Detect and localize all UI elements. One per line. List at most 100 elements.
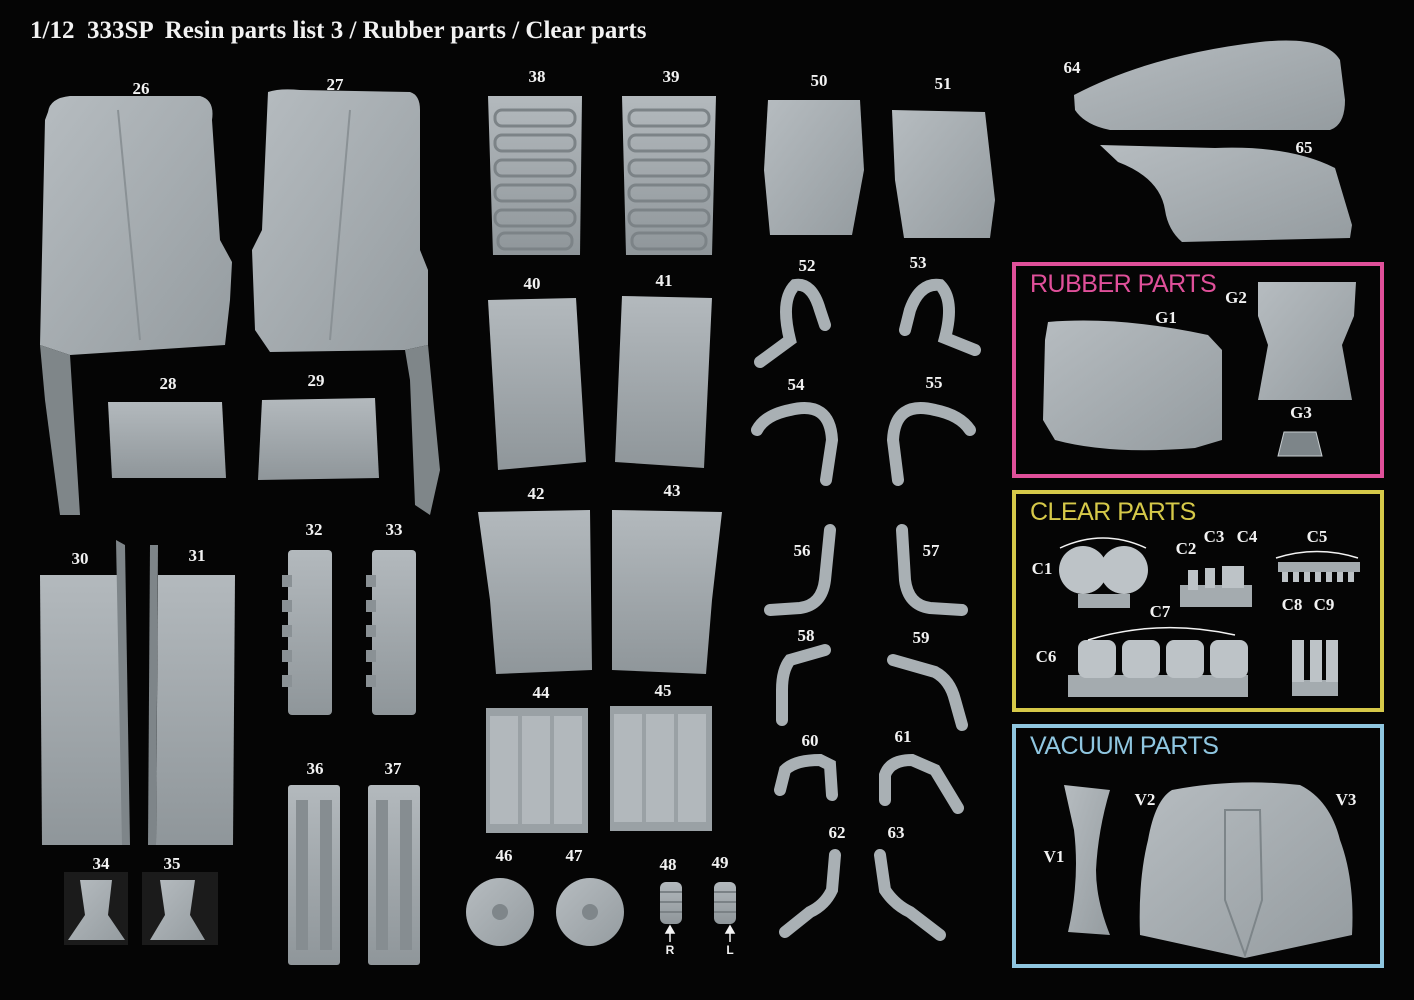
label-42: 42 xyxy=(527,484,545,503)
label-g3: G3 xyxy=(1290,403,1312,422)
part-54 xyxy=(751,402,839,486)
label-39: 39 xyxy=(662,67,680,86)
part-65 xyxy=(1100,145,1352,242)
part-50 xyxy=(764,100,864,235)
rubber-parts-box: RUBBER PARTS xyxy=(1012,262,1384,478)
label-v2: V2 xyxy=(1134,790,1156,809)
part-61 xyxy=(879,753,964,814)
label-c2: C2 xyxy=(1175,539,1197,558)
label-28: 28 xyxy=(159,374,177,393)
label-35: 35 xyxy=(163,854,181,873)
label-62: 62 xyxy=(828,823,846,842)
clear-parts-heading: CLEAR PARTS xyxy=(1030,498,1196,526)
part-g1 xyxy=(1043,320,1222,451)
label-61: 61 xyxy=(894,727,912,746)
part-36 xyxy=(288,785,340,965)
label-37: 37 xyxy=(384,759,402,778)
part-27-flare xyxy=(405,345,440,515)
part-g2 xyxy=(1258,282,1356,400)
label-c4: C4 xyxy=(1236,527,1258,546)
label-27: 27 xyxy=(326,75,344,94)
part-c2-c4-sprue xyxy=(1180,585,1252,607)
part-56 xyxy=(764,524,836,616)
label-59: 59 xyxy=(912,628,930,647)
part-55 xyxy=(886,402,976,486)
part-26-flare xyxy=(40,345,80,515)
part-31-edge xyxy=(148,545,158,845)
part-32 xyxy=(288,550,332,715)
label-38: 38 xyxy=(528,67,546,86)
label-32: 32 xyxy=(305,520,323,539)
label-29: 29 xyxy=(307,371,325,390)
label-57: 57 xyxy=(922,541,940,560)
label-33: 33 xyxy=(385,520,403,539)
part-59 xyxy=(887,654,968,731)
label-g2: G2 xyxy=(1225,288,1247,307)
part-29 xyxy=(258,398,379,480)
part-26 xyxy=(40,96,232,355)
part-52 xyxy=(754,278,831,368)
label-c5: C5 xyxy=(1306,527,1328,546)
rubber-parts-heading: RUBBER PARTS xyxy=(1030,270,1217,298)
part-60 xyxy=(774,753,838,801)
part-35-shape xyxy=(150,880,205,940)
part-64 xyxy=(1074,40,1345,130)
part-c5-sprue xyxy=(1278,562,1360,572)
part-34-shape xyxy=(68,880,125,940)
vacuum-parts-heading: VACUUM PARTS xyxy=(1030,732,1219,760)
part-33 xyxy=(372,550,416,715)
label-41: 41 xyxy=(655,271,673,290)
part-c6-c7-sprue xyxy=(1068,675,1248,697)
label-26: 26 xyxy=(132,79,150,98)
label-45: 45 xyxy=(654,681,672,700)
part-58 xyxy=(776,644,831,726)
label-36: 36 xyxy=(306,759,324,778)
part-62 xyxy=(779,849,841,938)
right-side-mark: R xyxy=(665,943,675,957)
part-g3 xyxy=(1277,431,1323,457)
label-v1: V1 xyxy=(1043,847,1065,866)
clear-parts-box: CLEAR PARTS xyxy=(1012,490,1384,712)
label-c8: C8 xyxy=(1281,595,1303,614)
label-49: 49 xyxy=(711,853,729,872)
label-c7: C7 xyxy=(1149,602,1171,621)
label-43: 43 xyxy=(663,481,681,500)
part-c1-left xyxy=(1059,546,1107,594)
label-c6: C6 xyxy=(1035,647,1057,666)
label-c9: C9 xyxy=(1313,595,1335,614)
part-41 xyxy=(615,296,712,468)
part-31 xyxy=(156,575,235,845)
label-65: 65 xyxy=(1295,138,1313,157)
vacuum-parts-box: VACUUM PARTS xyxy=(1012,724,1384,968)
label-46: 46 xyxy=(495,846,513,865)
part-28 xyxy=(108,402,226,478)
label-40: 40 xyxy=(523,274,541,293)
part-40 xyxy=(488,298,586,470)
label-52: 52 xyxy=(798,256,816,275)
part-30 xyxy=(40,575,125,845)
label-48: 48 xyxy=(659,855,677,874)
part-c8-c9-sprue xyxy=(1292,680,1338,696)
part-37 xyxy=(368,785,420,965)
label-54: 54 xyxy=(787,375,805,394)
part-43 xyxy=(612,510,722,674)
part-42 xyxy=(478,510,592,674)
part-57 xyxy=(896,524,968,616)
label-44: 44 xyxy=(532,683,550,702)
label-47: 47 xyxy=(565,846,583,865)
label-60: 60 xyxy=(801,731,819,750)
label-53: 53 xyxy=(909,253,927,272)
label-50: 50 xyxy=(810,71,828,90)
left-side-mark: L xyxy=(726,943,734,957)
part-53 xyxy=(899,278,981,356)
label-56: 56 xyxy=(793,541,811,560)
part-v1 xyxy=(1064,785,1110,935)
label-63: 63 xyxy=(887,823,905,842)
page-title: 1/12 333SP Resin parts list 3 / Rubber p… xyxy=(30,17,647,44)
label-55: 55 xyxy=(925,373,943,392)
label-c3: C3 xyxy=(1203,527,1225,546)
label-31: 31 xyxy=(188,546,206,565)
label-64: 64 xyxy=(1063,58,1081,77)
label-34: 34 xyxy=(92,854,110,873)
